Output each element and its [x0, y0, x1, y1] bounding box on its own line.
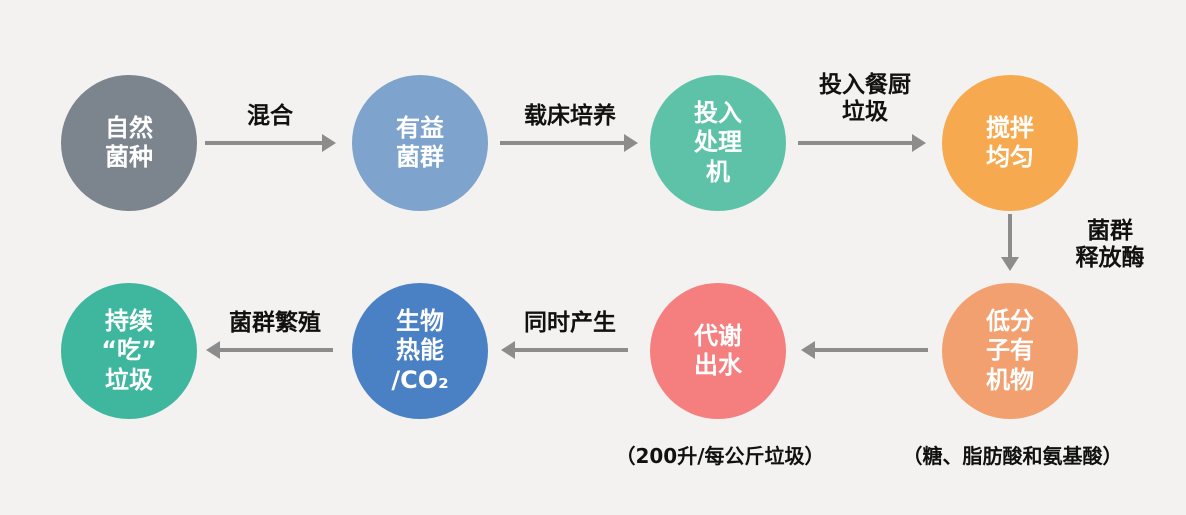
arrow-add-kitchen-waste-icon [798, 134, 926, 152]
arrow-label-release-enzyme: 菌群 释放酶 [1075, 218, 1145, 272]
arrow-produce-simultaneously-icon [501, 341, 628, 359]
arrow-mix-icon [205, 134, 336, 152]
node-low-molecular-organics: 低分 子有 机物 [942, 283, 1078, 419]
node-beneficial-bacteria-label: 有益 菌群 [396, 113, 444, 171]
node-keep-eating-waste-label: 持续 “吃” 垃圾 [101, 307, 157, 394]
arrow-bacteria-reproduce-icon [206, 341, 333, 359]
arrow-to-metabolic-water-icon [801, 341, 928, 359]
node-feed-processor-label: 投入 处理 机 [694, 99, 742, 186]
node-low-molecular-organics-label: 低分 子有 机物 [986, 307, 1034, 394]
node-beneficial-bacteria: 有益 菌群 [352, 75, 488, 211]
node-stir-evenly-label: 搅拌 均匀 [986, 113, 1034, 171]
node-bio-heat-co2-label: 生物 热能 /CO₂ [391, 307, 449, 394]
node-bio-heat-co2: 生物 热能 /CO₂ [352, 283, 488, 419]
node-feed-processor: 投入 处理 机 [650, 75, 786, 211]
arrow-release-enzyme-icon [1001, 214, 1019, 271]
node-natural-bacteria: 自然 菌种 [61, 75, 197, 211]
arrow-label-produce-simultaneously: 同时产生 [524, 310, 616, 336]
node-keep-eating-waste: 持续 “吃” 垃圾 [61, 283, 197, 419]
arrow-label-bacteria-reproduce: 菌群繁殖 [229, 310, 321, 336]
caption-organics: （糖、脂肪酸和氨基酸） [902, 444, 1123, 468]
node-metabolic-water: 代谢 出水 [650, 283, 786, 419]
node-stir-evenly: 搅拌 均匀 [942, 75, 1078, 211]
arrow-label-add-kitchen-waste: 投入餐厨 垃圾 [819, 72, 911, 126]
arrow-bed-culture-icon [500, 134, 638, 152]
arrow-label-mix: 混合 [247, 103, 293, 129]
caption-metabolic-water: （200升/每公斤垃圾） [615, 444, 825, 468]
node-metabolic-water-label: 代谢 出水 [694, 321, 742, 379]
node-natural-bacteria-label: 自然 菌种 [105, 113, 153, 171]
arrow-label-bed-culture: 载床培养 [524, 103, 616, 129]
